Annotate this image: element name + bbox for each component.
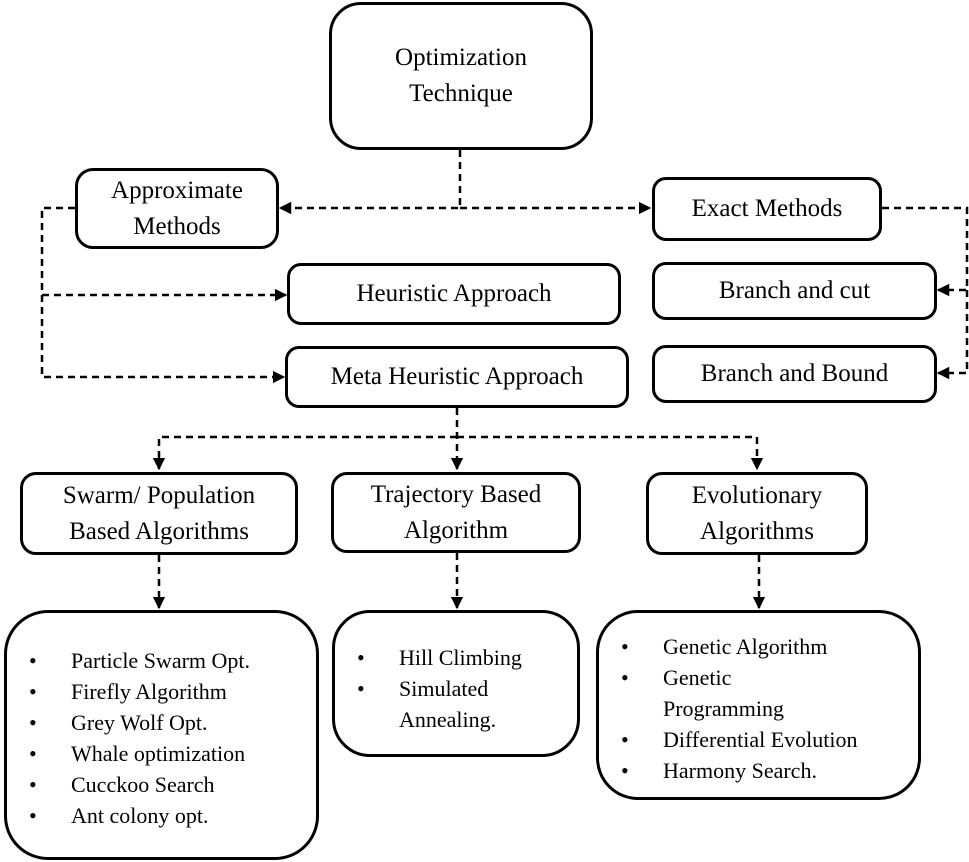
node-label-line: Algorithms [700,517,814,545]
node-heuristic-approach: Heuristic Approach [287,263,621,325]
list-item: Firefly Algorithm [7,676,316,707]
edge-root-to-approximate [278,150,462,215]
list-item: Cucckoo Search [7,769,316,800]
node-trajectory-based-algorithm: Trajectory Based Algorithm [331,472,581,553]
node-label-line: Swarm/ Population [62,481,256,509]
edge-approximate-to-meta-heuristic [40,295,286,384]
node-label-line: Heuristic Approach [356,280,552,307]
evolutionary-examples-list: Genetic Algorithm Genetic Programming Di… [599,631,918,786]
edge-meta-to-swarm [152,435,457,471]
node-label-line: Methods [133,212,221,240]
list-item: Ant colony opt. [7,800,316,831]
trajectory-examples-list: Hill Climbing Simulated Annealing. [335,642,577,735]
node-label-line: Optimization [395,44,527,71]
node-branch-and-bound: Branch and Bound [652,345,937,403]
list-item: Grey Wolf Opt. [7,707,316,738]
trajectory-examples-box: Hill Climbing Simulated Annealing. [332,610,580,757]
node-evolutionary-algorithms: Evolutionary Algorithms [646,472,868,555]
list-item: Hill Climbing [335,642,577,673]
evolutionary-examples-box: Genetic Algorithm Genetic Programming Di… [596,610,921,800]
node-approximate-methods: Approximate Methods [75,168,279,249]
node-label-line: Technique [409,80,513,107]
list-item: Particle Swarm Opt. [7,645,316,676]
edge-approximate-to-heuristic [40,206,288,302]
node-label-line: Trajectory Based [370,480,542,508]
list-item: Harmony Search. [599,755,918,786]
node-swarm-population-algorithms: Swarm/ Population Based Algorithms [20,472,298,555]
edge-exact-to-branch-bound [936,290,969,380]
node-optimization-technique: Optimization Technique [329,2,593,150]
list-item: Whale optimization [7,738,316,769]
list-item: Genetic [599,662,918,693]
list-item: Annealing. [399,707,497,732]
edge-meta-to-evolutionary [457,435,764,471]
node-label-line: Evolutionary [691,481,823,509]
node-branch-and-cut: Branch and cut [652,262,937,320]
node-meta-heuristic-approach: Meta Heuristic Approach [285,346,629,408]
list-item: Simulated [335,673,577,704]
node-label-line: Approximate [111,176,243,204]
list-item: Genetic Algorithm [599,631,918,662]
list-item: Differential Evolution [599,724,918,755]
node-label-line: Branch and cut [718,277,871,304]
node-exact-methods: Exact Methods [652,177,882,241]
node-label-line: Based Algorithms [69,517,249,545]
swarm-examples-list: Particle Swarm Opt. Firefly Algorithm Gr… [7,645,316,831]
edge-exact-to-branch-cut [882,206,969,297]
node-label-line: Algorithm [403,516,509,544]
node-label-line: Meta Heuristic Approach [330,363,584,390]
node-label-line: Exact Methods [691,195,843,222]
node-label-line: Branch and Bound [700,360,889,387]
list-item: Programming [663,696,784,721]
swarm-examples-box: Particle Swarm Opt. Firefly Algorithm Gr… [4,610,319,860]
